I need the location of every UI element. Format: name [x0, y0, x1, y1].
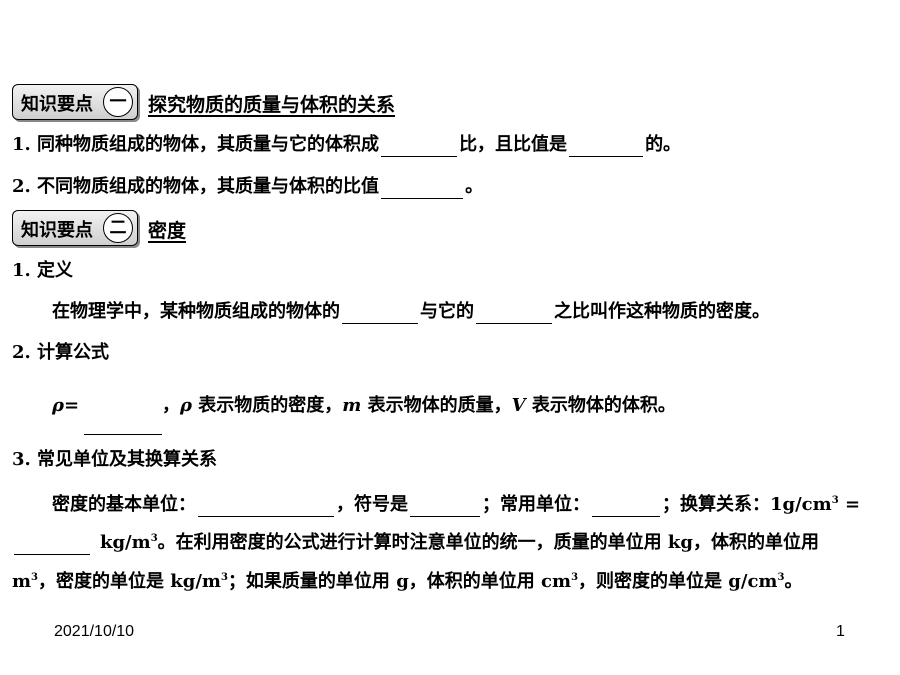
- badge-label: 知识要点: [21, 94, 93, 115]
- footer-date: 2021/10/10: [54, 623, 135, 640]
- definition-text: 在物理学中，某种物质组成的物体的与它的之比叫作这种物质的密度。: [52, 301, 770, 324]
- section-title-2: 密度: [148, 220, 187, 242]
- units-line-1: 密度的基本单位：，符号是；常用单位：；换算关系：1g/cm3 =: [52, 494, 861, 517]
- badge-number: 二: [103, 213, 133, 243]
- question-2: 2. 不同物质组成的物体，其质量与体积的比值。: [12, 176, 484, 199]
- blank[interactable]: [410, 498, 480, 517]
- blank[interactable]: [381, 180, 464, 199]
- page-number: 1: [836, 623, 845, 640]
- blank[interactable]: [476, 305, 552, 324]
- definition-heading: 1. 定义: [12, 260, 74, 281]
- units-line-2: kg/m3。在利用密度的公式进行计算时注意单位的统一，质量的单位用 kg，体积的…: [12, 527, 819, 555]
- question-1: 1. 同种物质组成的物体，其质量与它的体积成比，且比值是的。: [12, 134, 682, 157]
- units-line-3: m3，密度的单位是 kg/m3；如果质量的单位用 g，体积的单位用 cm3，则密…: [12, 571, 803, 592]
- fraction-bar-blank[interactable]: [84, 434, 162, 435]
- badge-label: 知识要点: [21, 220, 93, 241]
- blank[interactable]: [198, 498, 334, 517]
- blank[interactable]: [14, 536, 90, 555]
- formula-text: ，ρ 表示物质的密度，m 表示物体的质量，V 表示物体的体积。: [162, 395, 676, 416]
- knowledge-badge-1: 知识要点 一: [12, 84, 138, 120]
- section-title-1: 探究物质的质量与体积的关系: [148, 94, 396, 116]
- blank[interactable]: [592, 498, 660, 517]
- knowledge-badge-2: 知识要点 二: [12, 210, 138, 246]
- formula-rho: ρ=: [52, 395, 80, 416]
- blank[interactable]: [342, 305, 418, 324]
- units-heading: 3. 常见单位及其换算关系: [12, 449, 218, 470]
- blank[interactable]: [381, 138, 458, 157]
- blank[interactable]: [569, 138, 644, 157]
- badge-number: 一: [103, 87, 133, 117]
- formula-heading: 2. 计算公式: [12, 342, 110, 363]
